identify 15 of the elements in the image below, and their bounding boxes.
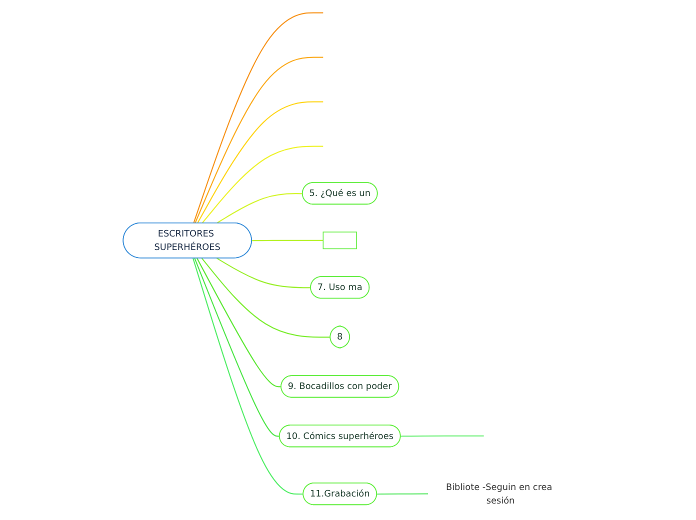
connector [202, 146, 324, 224]
connector [252, 240, 324, 242]
connector [196, 258, 282, 388]
node-text: Bibliote -Seguin en crea sesión [446, 482, 552, 506]
connector [194, 56, 324, 224]
connector [400, 435, 484, 437]
connector [216, 258, 311, 288]
node-box [322, 232, 357, 250]
connector [216, 193, 303, 224]
connector [197, 101, 324, 224]
connector [193, 12, 324, 224]
connector [192, 258, 304, 495]
connector [194, 258, 280, 437]
connector [376, 493, 428, 495]
connector [201, 258, 330, 338]
